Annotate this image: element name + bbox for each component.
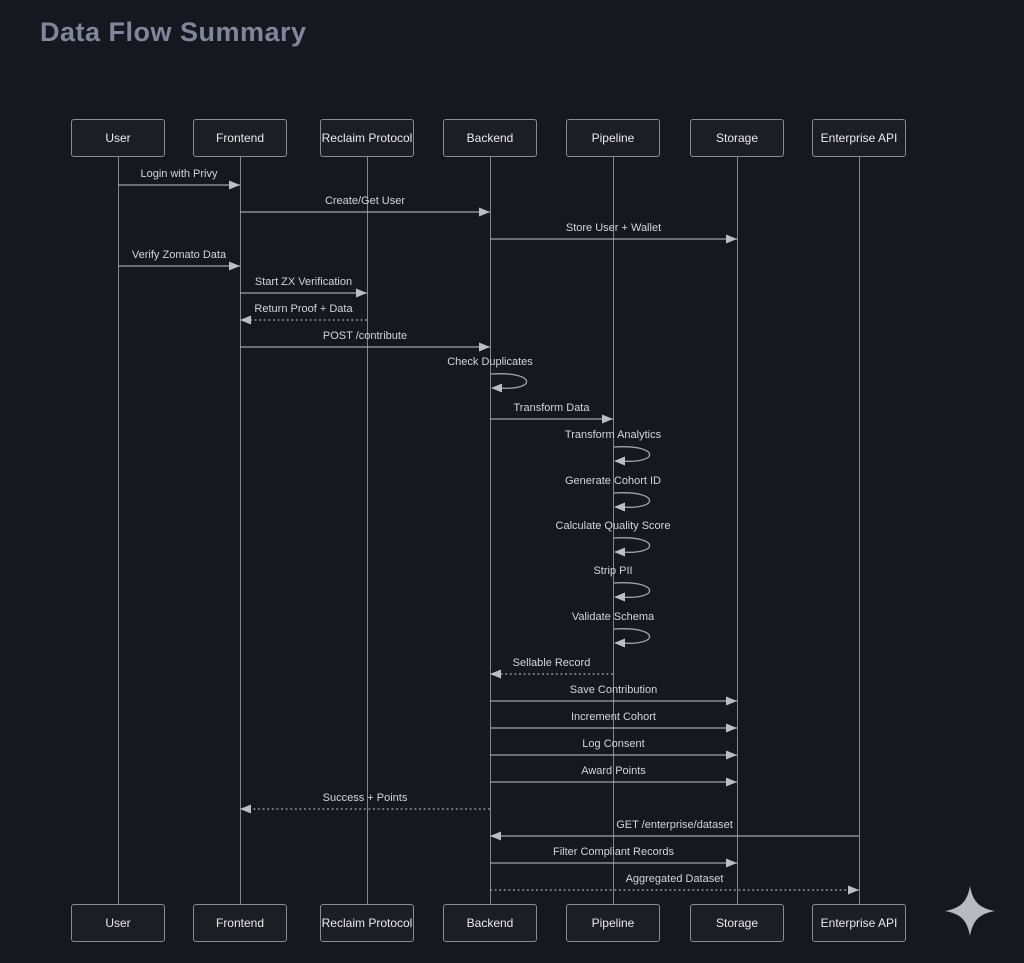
participant-enterprise-api-top: Enterprise API <box>812 119 906 157</box>
message-label-create-get-user: Create/Get User <box>324 195 406 207</box>
lifeline-reclaim-protocol <box>366 157 368 904</box>
message-label-generate-cohort-id: Generate Cohort ID <box>565 475 661 487</box>
message-label-award-points: Award Points <box>581 765 646 777</box>
message-label-validate-schema: Validate Schema <box>571 611 655 623</box>
participant-enterprise-api-bottom: Enterprise API <box>812 904 906 942</box>
arrowhead-icon <box>726 696 737 706</box>
arrowhead-icon <box>479 207 490 217</box>
participant-label: Storage <box>715 131 759 145</box>
arrowhead-icon <box>490 669 501 679</box>
message-label-verify-zomato-data: Verify Zomato Data <box>131 249 227 261</box>
arrowhead-icon <box>726 234 737 244</box>
page-title: Data Flow Summary <box>40 17 307 47</box>
message-label-login-with-privy: Login with Privy <box>140 168 218 180</box>
arrowhead-icon <box>726 723 737 733</box>
participant-user-top: User <box>71 119 165 157</box>
participant-label: User <box>105 131 131 145</box>
message-label-save-contribution: Save Contribution <box>569 684 658 696</box>
message-label-transform-analytics: Transform Analytics <box>564 429 662 441</box>
participant-pipeline-bottom: Pipeline <box>566 904 660 942</box>
arrowhead-icon <box>490 831 501 841</box>
message-label-get-enterprise-dataset: GET /enterprise/dataset <box>616 819 733 831</box>
arrowhead-icon <box>614 502 625 512</box>
participant-label: Reclaim Protocol <box>321 916 413 930</box>
arrowhead-icon <box>229 261 240 271</box>
message-label-increment-cohort: Increment Cohort <box>571 711 656 723</box>
arrowhead-icon <box>614 456 625 466</box>
arrowhead-icon <box>614 638 625 648</box>
self-loop-line <box>490 373 528 389</box>
message-label-aggregated-dataset: Aggregated Dataset <box>625 873 724 885</box>
arrowhead-icon <box>726 858 737 868</box>
lifeline-user <box>117 157 119 904</box>
participant-label: Storage <box>715 916 759 930</box>
participant-storage-bottom: Storage <box>690 904 784 942</box>
participant-label: Frontend <box>215 916 265 930</box>
self-loop-line <box>613 446 651 462</box>
participant-frontend-bottom: Frontend <box>193 904 287 942</box>
self-loop-line <box>613 492 651 508</box>
message-label-sellable-record: Sellable Record <box>512 657 591 669</box>
message-label-post-contribute: POST /contribute <box>322 330 408 342</box>
participant-pipeline-top: Pipeline <box>566 119 660 157</box>
message-label-strip-pii: Strip PII <box>593 565 633 577</box>
participant-label: User <box>105 916 131 930</box>
message-label-log-consent: Log Consent <box>582 738 645 750</box>
message-label-check-duplicates: Check Duplicates <box>447 356 533 368</box>
participant-user-bottom: User <box>71 904 165 942</box>
message-label-store-user-wallet: Store User + Wallet <box>565 222 662 234</box>
self-loop-line <box>613 628 651 644</box>
arrowhead-icon <box>240 315 251 325</box>
participant-label: Frontend <box>215 131 265 145</box>
participant-label: Reclaim Protocol <box>321 131 413 145</box>
message-label-start-zx-verification: Start ZX Verification <box>254 276 353 288</box>
arrowhead-icon <box>229 180 240 190</box>
participant-label: Pipeline <box>591 131 635 145</box>
message-label-return-proof-data: Return Proof + Data <box>254 303 353 315</box>
lifeline-frontend <box>239 157 241 904</box>
arrowhead-icon <box>614 547 625 557</box>
participant-backend-top: Backend <box>443 119 537 157</box>
participant-backend-bottom: Backend <box>443 904 537 942</box>
arrowhead-icon <box>479 342 490 352</box>
arrowhead-icon <box>491 383 502 393</box>
lifeline-pipeline <box>612 157 614 904</box>
lifeline-storage <box>736 157 738 904</box>
participant-storage-top: Storage <box>690 119 784 157</box>
arrowhead-icon <box>726 777 737 787</box>
message-label-transform-data: Transform Data <box>513 402 590 414</box>
arrowhead-icon <box>356 288 367 298</box>
participant-reclaim-protocol-top: Reclaim Protocol <box>320 119 414 157</box>
arrowhead-icon <box>848 885 859 895</box>
participant-label: Pipeline <box>591 916 635 930</box>
participant-frontend-top: Frontend <box>193 119 287 157</box>
arrowhead-icon <box>726 750 737 760</box>
message-label-calculate-quality-score: Calculate Quality Score <box>555 520 671 532</box>
message-label-success-points: Success + Points <box>322 792 408 804</box>
participant-label: Backend <box>466 916 514 930</box>
participant-label: Backend <box>466 131 514 145</box>
participant-label: Enterprise API <box>820 916 898 930</box>
lifeline-backend <box>489 157 491 904</box>
arrowhead-icon <box>614 592 625 602</box>
message-label-filter-compliant-records: Filter Compliant Records <box>552 846 675 858</box>
arrowhead-icon <box>602 414 613 424</box>
lifeline-enterprise-api <box>858 157 860 904</box>
participant-label: Enterprise API <box>820 131 898 145</box>
self-loop-line <box>613 537 651 553</box>
arrowhead-icon <box>240 804 251 814</box>
self-loop-line <box>613 582 651 598</box>
participant-reclaim-protocol-bottom: Reclaim Protocol <box>320 904 414 942</box>
sparkle-logo-icon <box>945 886 995 936</box>
